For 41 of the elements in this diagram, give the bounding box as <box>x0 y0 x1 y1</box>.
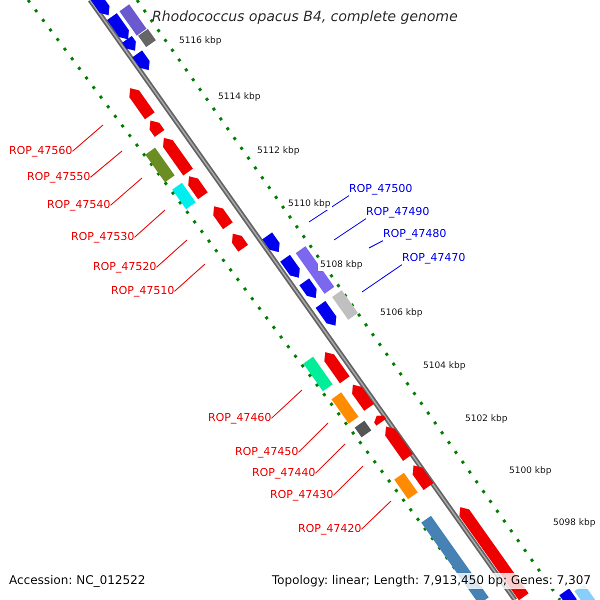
leader-line <box>334 218 366 240</box>
gene-label: ROP_47540 <box>47 199 110 212</box>
leader-line <box>314 444 346 474</box>
gene-label: ROP_47520 <box>93 261 156 274</box>
gene-label: ROP_47530 <box>71 231 134 244</box>
leader-line <box>332 466 364 496</box>
gene-label: ROP_47550 <box>27 171 90 184</box>
scale-label: 5116 kbp <box>177 35 224 48</box>
scale-label: 5110 kbp <box>286 198 332 210</box>
scale-label: 5100 kbp <box>507 465 554 478</box>
scale-label: 5104 kbp <box>421 360 468 372</box>
gene-label: ROP_47430 <box>270 489 334 502</box>
gene-label: ROP_47420 <box>298 523 362 536</box>
scale-label: 5112 kbp <box>255 145 302 158</box>
leader-line <box>174 264 206 292</box>
leader-line <box>298 422 328 453</box>
scale-label: 5114 kbp <box>216 91 262 104</box>
leader-line <box>270 390 302 419</box>
scale-label: 5108 kbp <box>318 259 364 272</box>
leader-line <box>362 264 402 292</box>
gene-label: ROP_47450 <box>235 446 298 459</box>
leader-line <box>368 240 384 248</box>
leader-line <box>156 240 188 268</box>
title: Rhodococcus opacus B4, complete genome <box>152 9 458 26</box>
leader-line <box>360 500 392 530</box>
gene-label: ROP_47470 <box>402 252 466 265</box>
leader-line <box>110 178 142 206</box>
leader-line <box>134 210 166 238</box>
gene-label: ROP_47480 <box>383 228 446 241</box>
gene-label: ROP_47490 <box>366 206 430 219</box>
gene-label: ROP_47510 <box>111 285 174 298</box>
gene-label: ROP_47560 <box>9 145 72 158</box>
scale-label: 5098 kbp <box>551 517 598 530</box>
scale-label: 5106 kbp <box>378 307 424 320</box>
leader-line <box>308 195 350 222</box>
gene-label: ROP_47500 <box>349 183 412 196</box>
leader-line <box>72 124 104 152</box>
gene-label: ROP_47440 <box>252 467 316 480</box>
leader-line <box>90 150 122 178</box>
scale-label: 5102 kbp <box>463 413 510 426</box>
gene-label: ROP_47460 <box>208 412 272 425</box>
